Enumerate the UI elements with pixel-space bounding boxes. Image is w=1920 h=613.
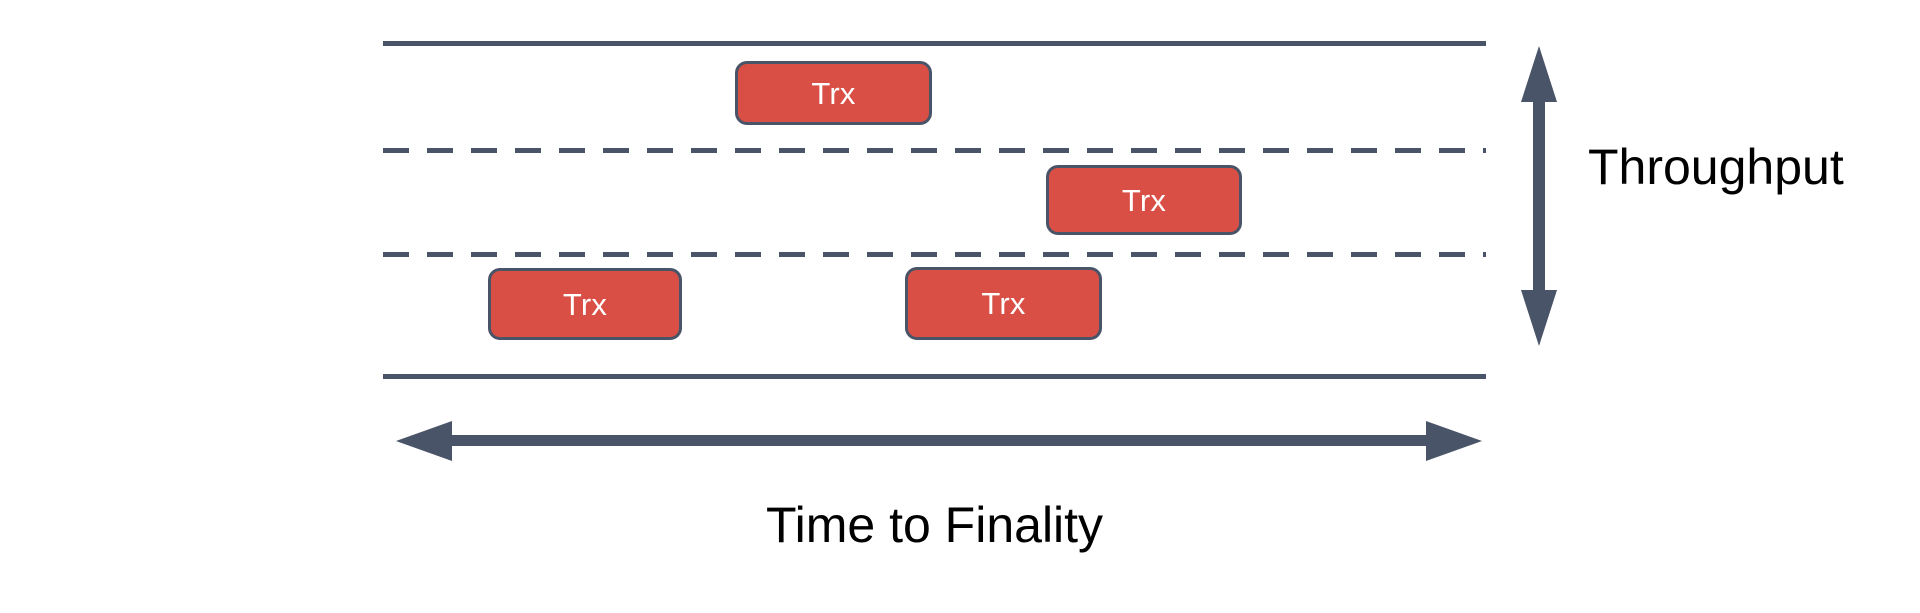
throughput-arrow — [1518, 44, 1560, 348]
lane-divider-lower — [383, 252, 1486, 257]
trx-block[interactable]: Trx — [735, 61, 932, 125]
time-to-finality-arrow — [394, 418, 1484, 464]
lane-divider-upper — [383, 148, 1486, 153]
trx-block[interactable]: Trx — [905, 267, 1102, 340]
throughput-label: Throughput — [1588, 139, 1844, 195]
time-to-finality-label: Time to Finality — [765, 497, 1104, 553]
lane-boundary-top — [383, 41, 1486, 46]
trx-block[interactable]: Trx — [1046, 165, 1242, 235]
lane-boundary-bottom — [383, 374, 1486, 379]
trx-block[interactable]: Trx — [488, 268, 682, 340]
